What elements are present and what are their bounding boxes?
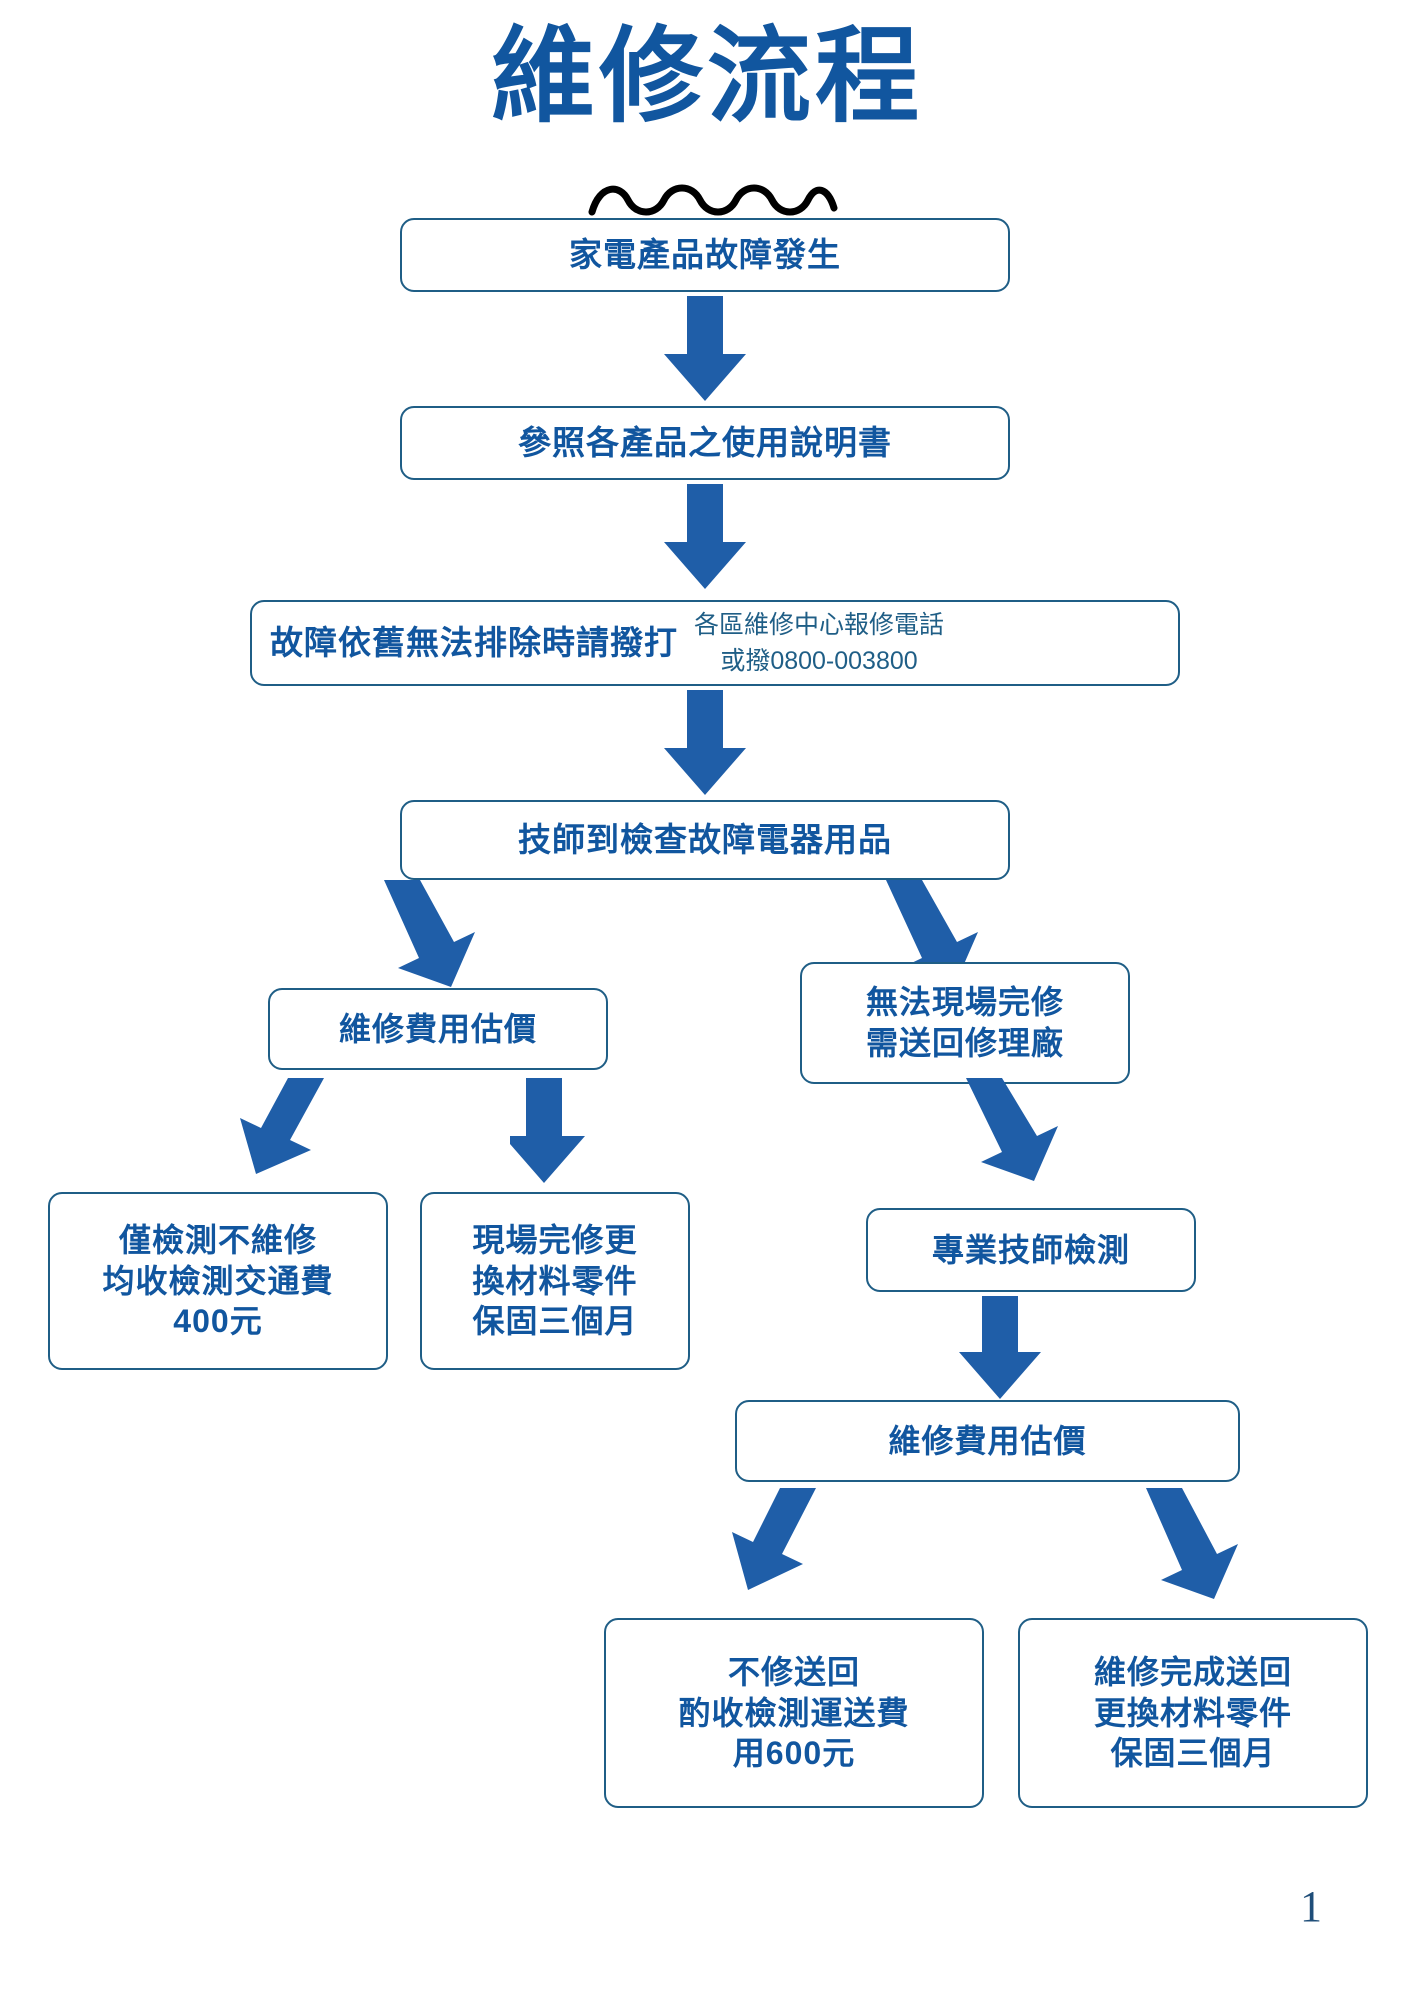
node-onsite-repair-done[interactable]: 現場完修更 換材料零件 保固三個月	[420, 1192, 690, 1370]
arrow-n10-n12	[1140, 1488, 1270, 1608]
node-text: 僅檢測不維修 均收檢測交通費 400元	[102, 1221, 334, 1340]
node-unrepaired-return-fee[interactable]: 不修送回 酌收檢測運送費 用600元	[604, 1618, 984, 1808]
page-number: 1	[1300, 1882, 1322, 1931]
node-text: 現場完修更 換材料零件 保固三個月	[472, 1221, 638, 1340]
node-repair-estimate-1[interactable]: 維修費用估價	[268, 988, 608, 1070]
arrow-n3-n4	[660, 690, 750, 798]
node-send-to-factory[interactable]: 無法現場完修 需送回修理廠	[800, 962, 1130, 1084]
arrow-n9-n10	[955, 1296, 1045, 1402]
arrow-n10-n11	[720, 1488, 850, 1608]
arrow-n4-n6	[880, 880, 1010, 990]
node-repaired-return[interactable]: 維修完成送回 更換材料零件 保固三個月	[1018, 1618, 1368, 1808]
node-text: 家電產品故障發生	[569, 235, 841, 273]
node-text: 無法現場完修 需送回修理廠	[865, 984, 1064, 1061]
node-text: 不修送回 酌收檢測運送費 用600元	[678, 1653, 910, 1772]
page-title: 維修流程	[490, 19, 923, 135]
arrow-n4-n5	[370, 880, 500, 990]
node-text: 維修費用估價	[338, 1010, 537, 1047]
node-inspection-only-fee[interactable]: 僅檢測不維修 均收檢測交通費 400元	[48, 1192, 388, 1370]
node-technician-inspect[interactable]: 技師到檢查故障電器用品	[400, 800, 1010, 880]
arrow-n1-n2	[660, 296, 750, 404]
arrow-n5-n7	[228, 1078, 348, 1188]
node-professional-test[interactable]: 專業技師檢測	[866, 1208, 1196, 1292]
node-phone-note: 各區維修中心報修電話 或撥0800-003800	[694, 610, 945, 675]
node-consult-manual[interactable]: 參照各產品之使用說明書	[400, 406, 1010, 480]
node-text: 技師到檢查故障電器用品	[518, 820, 892, 858]
node-fault-occurs[interactable]: 家電產品故障發生	[400, 218, 1010, 292]
wavy-underline-icon	[588, 178, 838, 218]
node-text: 故障依舊無法排除時請撥打	[270, 623, 678, 661]
arrow-n2-n3	[660, 484, 750, 592]
arrow-n5-n8	[510, 1078, 630, 1188]
node-text: 維修完成送回 更換材料零件 保固三個月	[1093, 1653, 1292, 1772]
node-text: 參照各產品之使用說明書	[518, 423, 892, 461]
node-repair-estimate-2[interactable]: 維修費用估價	[735, 1400, 1240, 1482]
node-call-service[interactable]: 故障依舊無法排除時請撥打 各區維修中心報修電話 或撥0800-003800	[250, 600, 1180, 686]
node-text: 維修費用估價	[888, 1422, 1087, 1459]
node-text: 專業技師檢測	[931, 1231, 1130, 1268]
arrow-n6-n9	[960, 1078, 1090, 1188]
